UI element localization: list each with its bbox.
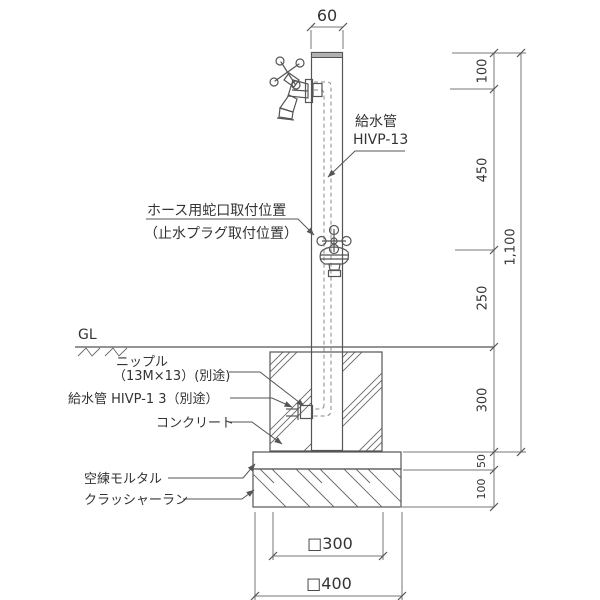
supply-pipe-hidden [313, 81, 332, 417]
label-faucet-pos-line1: ホース用蛇口取付位置 [147, 203, 286, 219]
ground-hatch-marks [77, 347, 128, 357]
label-pipe-bottom: 給水管 HIVP-1 3（別途） [68, 391, 219, 407]
label-nipple-line1: ニップル [116, 355, 168, 370]
post-cap [311, 52, 343, 58]
leader-crusher [183, 489, 255, 500]
leader-lines [146, 150, 405, 500]
label-pipe-top-line2: HIVP-13 [353, 132, 408, 148]
leader-mortar [168, 463, 256, 479]
dim-footing-width: □300 [307, 534, 353, 553]
leader-faucet-position [146, 218, 315, 236]
dim-right-100-bottom: 100 [475, 479, 488, 500]
dim-right-50: 50 [475, 454, 488, 468]
label-concrete: コンクリート [156, 416, 234, 431]
label-faucet-pos-line2: （止水プラグ取付位置） [144, 226, 298, 242]
label-pipe-top-line1: 給水管 [355, 114, 397, 130]
label-nipple-line2: （13M×13）(別途) [113, 368, 230, 384]
concrete-hatch [270, 352, 382, 451]
dim-top-width: 60 [317, 6, 337, 25]
faucet-side-icon [269, 56, 323, 121]
leader-pipe-bottom [230, 397, 293, 408]
ground-level-line [75, 346, 494, 357]
crusher-run-layer [252, 468, 402, 508]
dim-right-250: 250 [476, 286, 491, 311]
crusher-run-hatch [253, 469, 401, 507]
label-crusher: クラッシャーラン [84, 493, 188, 508]
mortar-layer [252, 451, 402, 470]
concrete-footing [269, 351, 383, 452]
water-post [310, 51, 344, 452]
nipple-fitting [286, 404, 314, 420]
dimension-top: 60 [306, 6, 348, 49]
dim-base-width: □400 [306, 574, 352, 593]
dim-right-450: 450 [476, 158, 491, 183]
leader-nipple [229, 371, 305, 407]
dim-right-100-top: 100 [476, 59, 491, 84]
faucet-front-icon [316, 224, 352, 278]
dimension-ticks [489, 48, 526, 512]
dimension-bottom: □300 □400 [250, 512, 407, 600]
leader-pipe-top [327, 150, 405, 178]
dim-right-total-1100: 1,100 [504, 228, 519, 265]
text-labels: GL 給水管 HIVP-13 ホース用蛇口取付位置 （止水プラグ取付位置） ニッ… [68, 114, 408, 508]
label-gl: GL [78, 327, 97, 343]
leader-concrete [228, 421, 283, 445]
dimension-right: 100 450 250 300 50 100 1,100 [400, 48, 526, 512]
dim-right-300: 300 [476, 388, 491, 413]
label-mortar: 空練モルタル [84, 472, 162, 487]
